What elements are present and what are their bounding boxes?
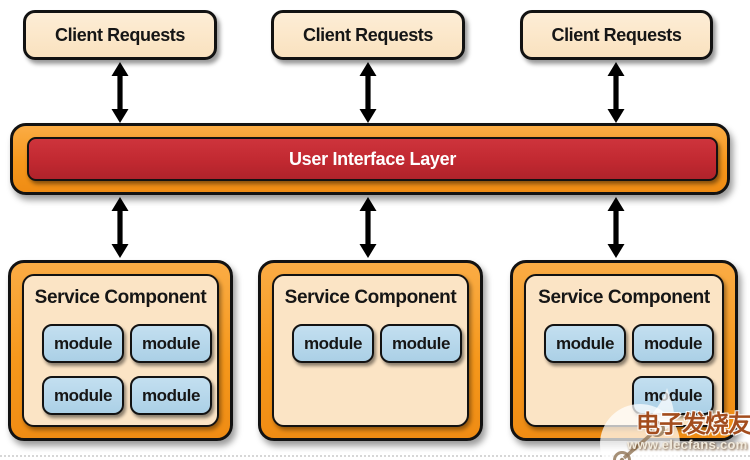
client-requests-box: Client Requests (520, 10, 713, 60)
bidirectional-arrow (605, 62, 627, 123)
module-box: module (380, 324, 462, 363)
bidirectional-arrow (605, 197, 627, 258)
bidirectional-arrow (357, 62, 379, 123)
service-component-title: Service Component (34, 287, 207, 308)
client-requests-label: Client Requests (551, 24, 682, 45)
module-box: module (42, 376, 124, 415)
service-component: Service Component module module module m… (8, 260, 233, 441)
bidirectional-arrow (357, 197, 379, 258)
client-requests-label: Client Requests (54, 24, 186, 45)
watermark-brand-text: 电子发烧友 (636, 412, 750, 438)
ui-layer-label: User Interface Layer (288, 148, 457, 169)
module-box: module (292, 324, 374, 363)
bottom-dotted-line (0, 455, 750, 457)
client-requests-box: Client Requests (23, 10, 217, 60)
client-requests-label: Client Requests (302, 24, 434, 45)
bidirectional-arrow (109, 62, 131, 123)
module-box: module (42, 324, 124, 363)
module-box: module (632, 324, 714, 363)
watermark-url-text: www.elecfans.com (627, 437, 748, 452)
service-component-title: Service Component (284, 287, 457, 308)
module-box: module (544, 324, 626, 363)
ui-layer-bar: User Interface Layer (27, 137, 718, 181)
module-box: module (130, 324, 212, 363)
bidirectional-arrow (109, 197, 131, 258)
service-component: Service Component module module (258, 260, 483, 441)
client-requests-box: Client Requests (271, 10, 465, 60)
module-box: module (130, 376, 212, 415)
service-component-title: Service Component (538, 287, 710, 308)
elecfans-logo-icon (596, 386, 696, 460)
